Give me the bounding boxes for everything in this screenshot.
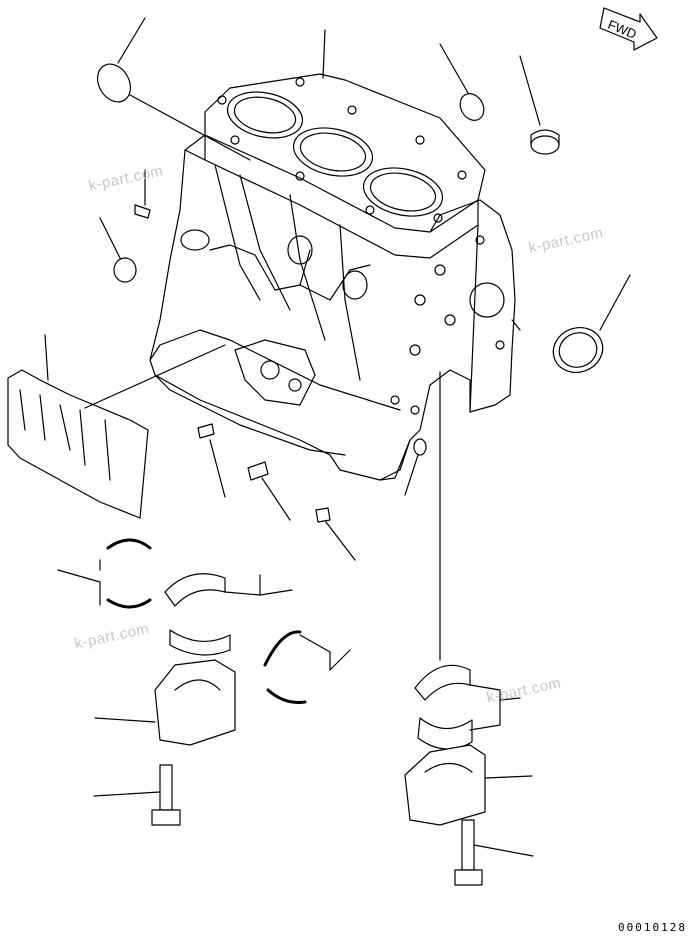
main-bearing-rear (414, 371, 521, 750)
leader-plug (129, 94, 251, 161)
plug-small-2 (247, 461, 291, 521)
expansion-plug-top-left (97, 17, 146, 103)
expansion-plug-top-right (439, 43, 485, 121)
plug-small-1 (197, 423, 226, 498)
small-bolt-side (134, 169, 151, 219)
thrust-washer-right (263, 630, 351, 704)
thrust-washer-left (57, 538, 152, 609)
drawing-number: 00010128 (618, 921, 687, 934)
leader-gasket (84, 344, 226, 409)
main-bearing-cap-right (404, 744, 533, 826)
cylinder-block (149, 73, 516, 481)
leader-bush (511, 319, 521, 331)
leader-block (322, 29, 326, 79)
plug-small-3 (315, 507, 356, 561)
oil-gallery-plug (519, 55, 560, 155)
cap-bolt-left (93, 764, 181, 826)
rear-bush (552, 274, 631, 373)
expansion-plug-side (99, 217, 137, 283)
cap-bolt-right (454, 819, 534, 886)
main-bearing-cap-left (94, 659, 236, 746)
dowel-pin (404, 438, 427, 496)
fwd-arrow-icon: FWD (599, 7, 658, 51)
oil-pan-gasket (7, 334, 149, 519)
main-bearing-upper (164, 573, 293, 656)
